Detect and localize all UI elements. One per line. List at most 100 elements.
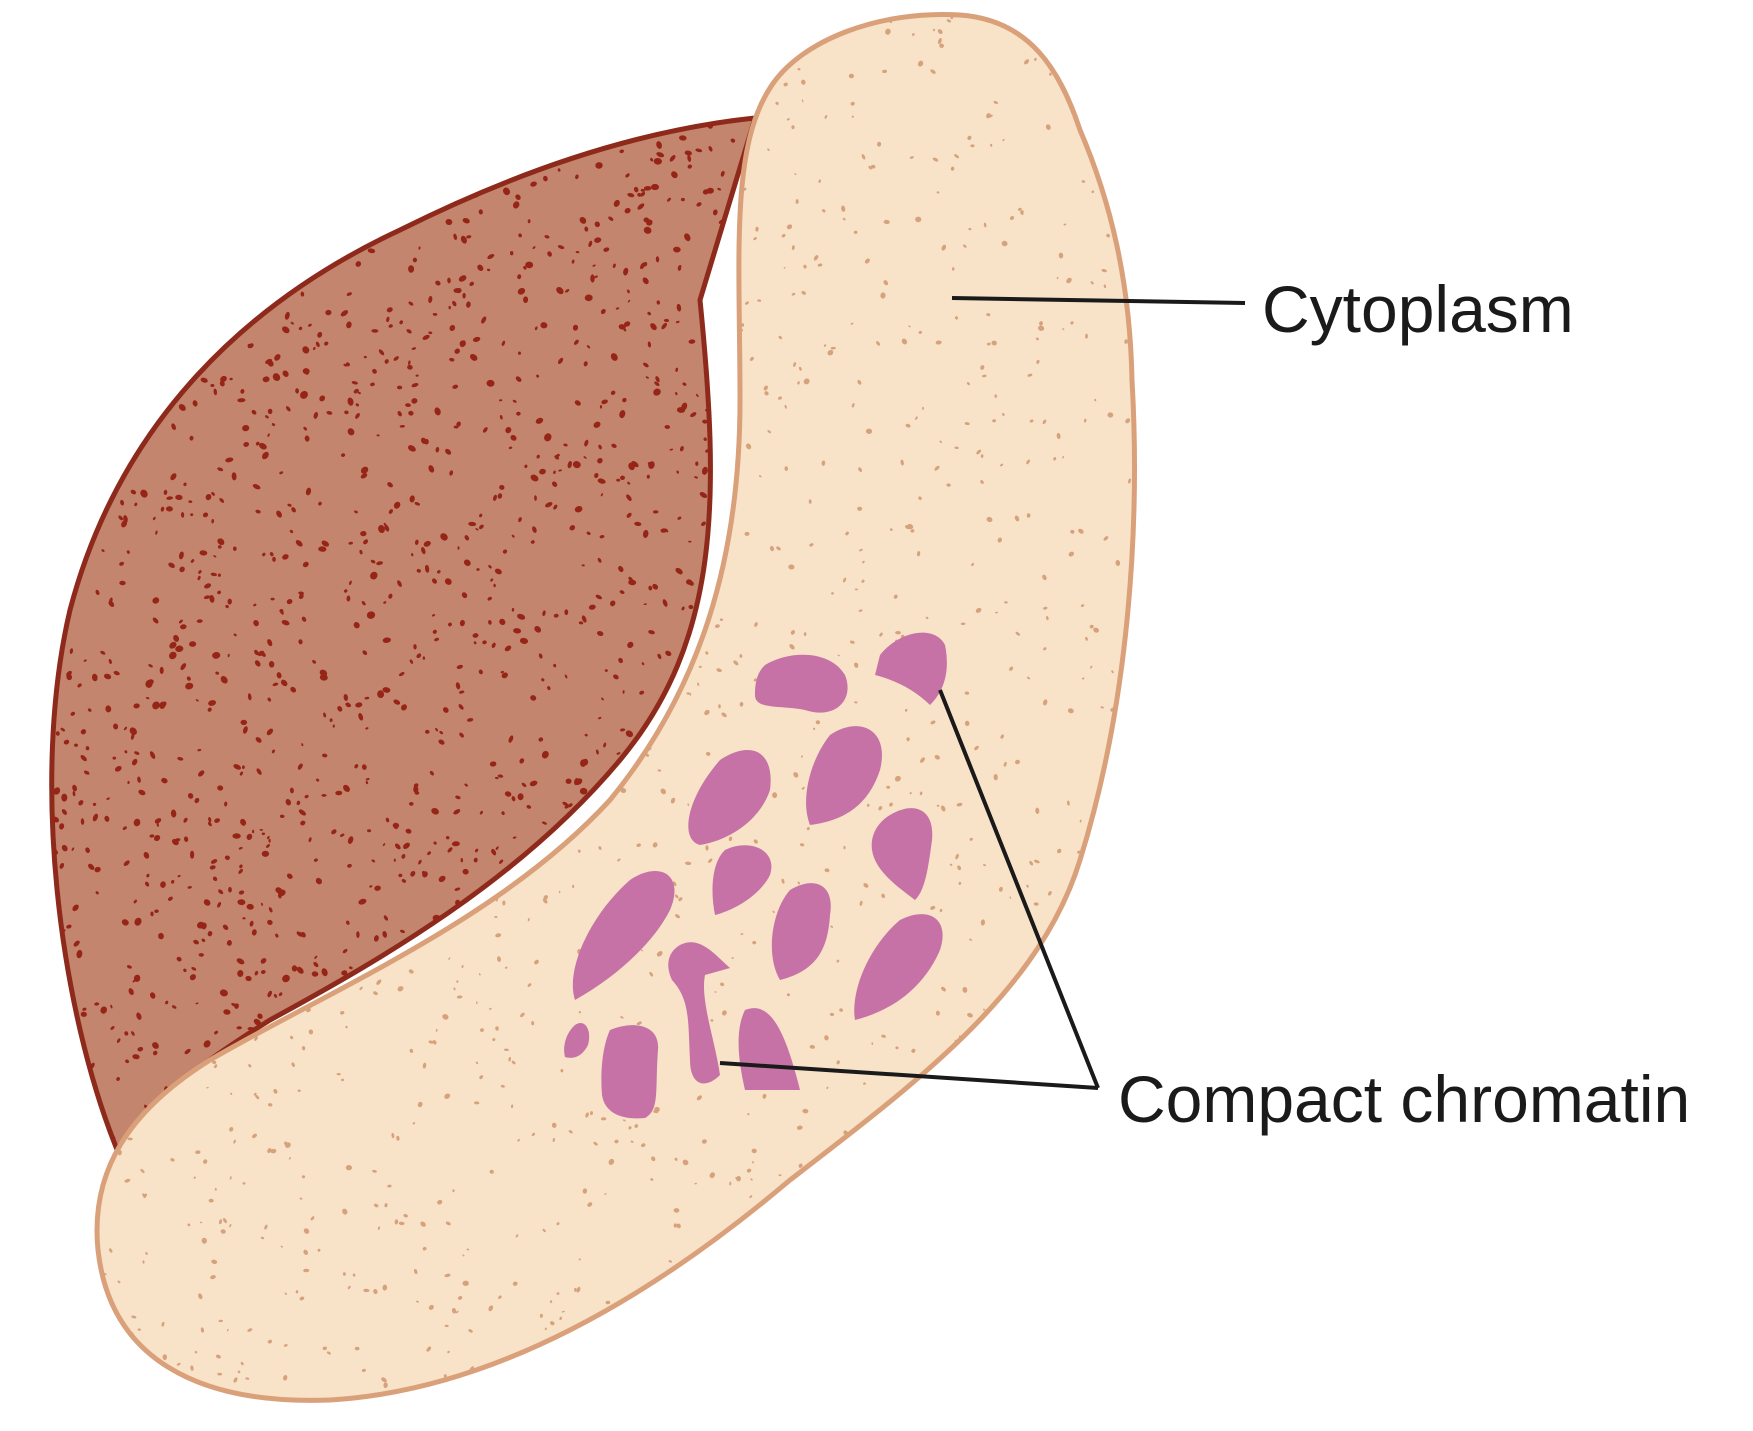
speckle xyxy=(478,90,482,94)
speckle xyxy=(281,187,285,193)
speckle xyxy=(894,1394,898,1399)
speckle xyxy=(452,300,457,307)
chromatin-clump xyxy=(601,1025,659,1119)
speckle xyxy=(561,110,568,115)
speckle xyxy=(949,863,953,866)
speckle xyxy=(110,1026,115,1030)
speckle xyxy=(959,1387,963,1389)
speckle xyxy=(175,645,184,653)
speckle xyxy=(1001,240,1008,247)
speckle xyxy=(203,899,211,906)
speckle xyxy=(783,1257,787,1261)
speckle xyxy=(308,323,312,327)
speckle xyxy=(859,548,863,552)
speckle xyxy=(643,362,649,368)
speckle xyxy=(32,874,41,883)
speckle xyxy=(174,80,180,86)
speckle xyxy=(303,1249,309,1255)
speckle xyxy=(585,103,588,107)
speckle xyxy=(34,1086,39,1091)
speckle xyxy=(29,598,35,602)
speckle xyxy=(1024,1111,1029,1115)
speckle xyxy=(248,343,254,349)
speckle xyxy=(408,360,411,365)
speckle xyxy=(574,1287,577,1292)
speckle xyxy=(130,398,137,406)
speckle xyxy=(553,663,557,668)
speckle xyxy=(37,292,44,297)
speckle xyxy=(408,802,414,806)
speckle xyxy=(97,162,102,168)
speckle xyxy=(405,403,411,408)
speckle xyxy=(654,1106,660,1112)
speckle xyxy=(303,426,308,431)
speckle xyxy=(384,359,389,364)
speckle xyxy=(589,1111,594,1116)
speckle xyxy=(809,1286,814,1290)
speckle xyxy=(87,443,93,449)
speckle xyxy=(210,1274,216,1280)
speckle xyxy=(345,702,352,708)
speckle xyxy=(152,1042,159,1049)
speckle xyxy=(925,616,929,620)
speckle xyxy=(1078,528,1084,534)
speckle xyxy=(219,1219,222,1225)
speckle xyxy=(41,728,48,736)
speckle xyxy=(565,778,572,784)
speckle xyxy=(1049,1377,1053,1380)
speckle xyxy=(893,594,898,599)
speckle xyxy=(373,1203,379,1208)
speckle xyxy=(75,408,82,415)
speckle xyxy=(464,783,468,787)
speckle xyxy=(578,1258,581,1261)
speckle xyxy=(675,914,680,919)
speckle xyxy=(69,533,77,541)
speckle xyxy=(360,466,369,474)
speckle xyxy=(58,1095,61,1100)
speckle xyxy=(296,800,301,806)
speckle xyxy=(578,621,584,625)
speckle xyxy=(652,583,659,590)
speckle xyxy=(70,1024,76,1030)
speckle xyxy=(267,697,272,702)
speckle xyxy=(156,822,159,827)
speckle xyxy=(453,233,458,241)
speckle xyxy=(77,561,82,565)
speckle xyxy=(499,484,505,490)
speckle xyxy=(351,381,358,385)
speckle xyxy=(308,222,313,228)
speckle xyxy=(464,135,470,139)
speckle xyxy=(448,957,451,960)
speckle xyxy=(413,644,417,650)
speckle xyxy=(954,1039,958,1044)
speckle xyxy=(100,650,106,655)
speckle xyxy=(488,620,492,625)
speckle xyxy=(713,25,717,28)
speckle xyxy=(272,682,279,687)
speckle xyxy=(1036,359,1040,364)
speckle xyxy=(451,1308,457,1314)
speckle xyxy=(1125,1255,1129,1260)
speckle xyxy=(544,433,552,442)
speckle xyxy=(382,1284,388,1291)
speckle xyxy=(600,493,603,497)
speckle xyxy=(152,617,159,624)
speckle xyxy=(980,1310,985,1315)
speckle xyxy=(954,446,959,450)
speckle xyxy=(178,551,184,560)
speckle xyxy=(1018,1114,1021,1118)
speckle xyxy=(861,579,865,583)
speckle xyxy=(270,1148,277,1154)
speckle xyxy=(257,14,262,17)
speckle xyxy=(535,417,544,424)
cytoplasm-region xyxy=(94,11,1137,1403)
speckle xyxy=(274,234,277,239)
speckle xyxy=(322,1346,327,1351)
speckle xyxy=(414,14,419,17)
speckle xyxy=(767,430,771,434)
speckle xyxy=(677,516,682,520)
speckle xyxy=(388,593,393,599)
speckle xyxy=(202,512,209,518)
speckle xyxy=(994,394,997,398)
speckle xyxy=(421,42,426,47)
